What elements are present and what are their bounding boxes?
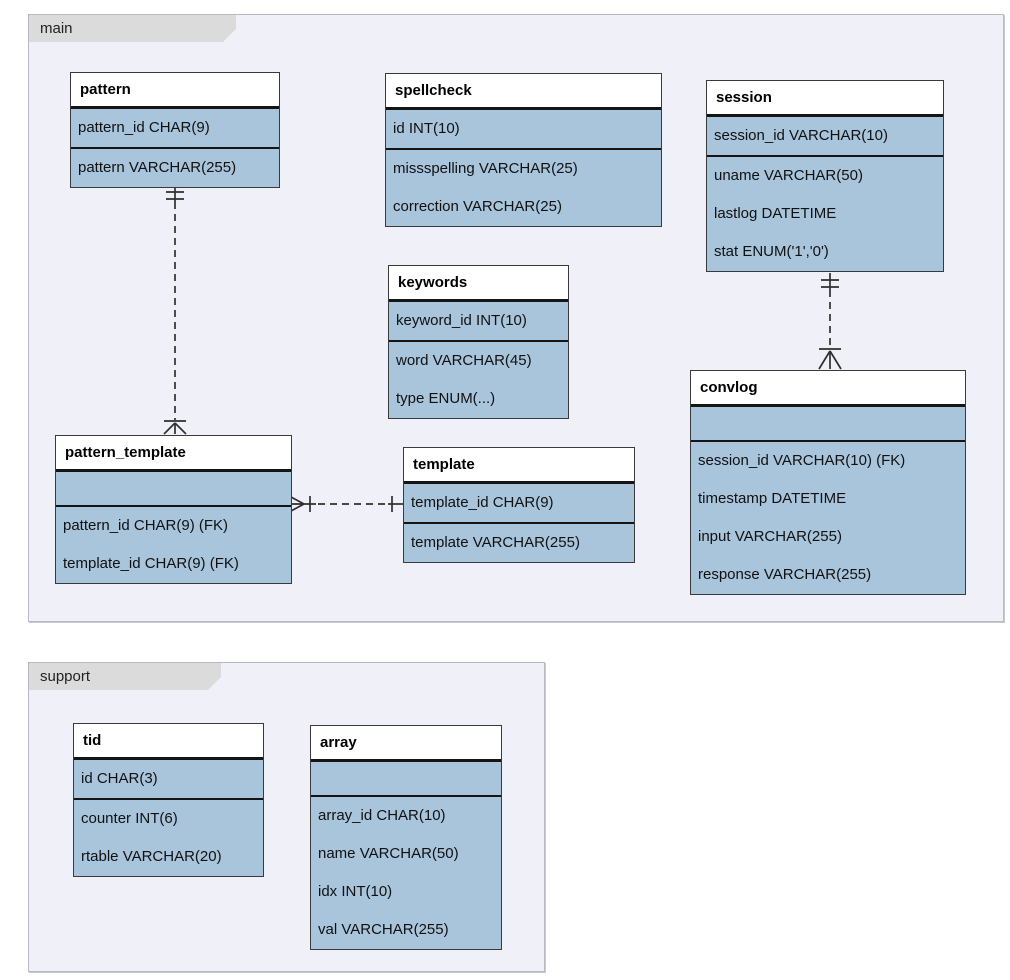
group-main-label: main <box>40 20 73 37</box>
column-row: session_id VARCHAR(10) <box>714 127 888 144</box>
entity-tid[interactable]: tid id CHAR(3) counter INT(6) rtable VAR… <box>73 723 264 877</box>
pk-section: id INT(10) <box>386 110 661 148</box>
column-row: session_id VARCHAR(10) (FK) <box>698 452 906 469</box>
attr-section: word VARCHAR(45) type ENUM(...) <box>389 340 568 418</box>
column-row: correction VARCHAR(25) <box>393 198 562 215</box>
pk-row-empty <box>56 472 291 505</box>
attr-section: uname VARCHAR(50) lastlog DATETIME stat … <box>707 155 943 271</box>
column-row: type ENUM(...) <box>396 390 496 407</box>
column-row: template_id CHAR(9) (FK) <box>63 555 239 572</box>
column-row: idx INT(10) <box>318 883 393 900</box>
entity-convlog[interactable]: convlog session_id VARCHAR(10) (FK) time… <box>690 370 966 595</box>
entity-array[interactable]: array array_id CHAR(10) name VARCHAR(50)… <box>310 725 502 950</box>
column-row: template VARCHAR(255) <box>411 534 580 551</box>
column-row: pattern_id CHAR(9) <box>78 119 210 136</box>
pk-section <box>311 762 501 795</box>
entity-template[interactable]: template template_id CHAR(9) template VA… <box>403 447 635 563</box>
column-row: timestamp DATETIME <box>698 490 847 507</box>
group-support-tab[interactable]: support <box>29 663 221 690</box>
entity-session-title: session <box>707 81 943 117</box>
entity-keywords[interactable]: keywords keyword_id INT(10) word VARCHAR… <box>388 265 569 419</box>
pk-section: session_id VARCHAR(10) <box>707 117 943 155</box>
column-row: array_id CHAR(10) <box>318 807 446 824</box>
column-row: counter INT(6) <box>81 810 178 827</box>
entity-spellcheck-title: spellcheck <box>386 74 661 110</box>
pk-section: keyword_id INT(10) <box>389 302 568 340</box>
column-row: lastlog DATETIME <box>714 205 837 222</box>
attr-section: missspelling VARCHAR(25) correction VARC… <box>386 148 661 226</box>
entity-convlog-title: convlog <box>691 371 965 407</box>
pk-section: pattern_id CHAR(9) <box>71 109 279 147</box>
attr-section: array_id CHAR(10) name VARCHAR(50) idx I… <box>311 795 501 949</box>
column-row: id INT(10) <box>393 120 460 137</box>
entity-pattern_template[interactable]: pattern_template pattern_id CHAR(9) (FK)… <box>55 435 292 584</box>
column-row: pattern VARCHAR(255) <box>78 159 237 176</box>
column-row: word VARCHAR(45) <box>396 352 532 369</box>
entity-template-title: template <box>404 448 634 484</box>
pk-section: id CHAR(3) <box>74 760 263 798</box>
column-row: keyword_id INT(10) <box>396 312 527 329</box>
column-row: name VARCHAR(50) <box>318 845 459 862</box>
entity-pattern_template-title: pattern_template <box>56 436 291 472</box>
column-row: missspelling VARCHAR(25) <box>393 160 578 177</box>
column-row: pattern_id CHAR(9) (FK) <box>63 517 229 534</box>
column-row: input VARCHAR(255) <box>698 528 842 545</box>
attr-section: session_id VARCHAR(10) (FK) timestamp DA… <box>691 440 965 594</box>
entity-array-title: array <box>311 726 501 762</box>
entity-session[interactable]: session session_id VARCHAR(10) uname VAR… <box>706 80 944 272</box>
pk-row-empty <box>691 407 965 440</box>
pk-row-empty <box>311 762 501 795</box>
pk-section <box>56 472 291 505</box>
column-row: val VARCHAR(255) <box>318 921 449 938</box>
attr-section: counter INT(6) rtable VARCHAR(20) <box>74 798 263 876</box>
column-row: uname VARCHAR(50) <box>714 167 863 184</box>
attr-section: pattern VARCHAR(255) <box>71 147 279 187</box>
column-row: stat ENUM('1','0') <box>714 243 829 260</box>
attr-section: template VARCHAR(255) <box>404 522 634 562</box>
entity-pattern[interactable]: pattern pattern_id CHAR(9) pattern VARCH… <box>70 72 280 188</box>
entity-tid-title: tid <box>74 724 263 760</box>
entity-spellcheck[interactable]: spellcheck id INT(10) missspelling VARCH… <box>385 73 662 227</box>
column-row: response VARCHAR(255) <box>698 566 872 583</box>
group-support-label: support <box>40 668 91 685</box>
entity-keywords-title: keywords <box>389 266 568 302</box>
attr-section: pattern_id CHAR(9) (FK) template_id CHAR… <box>56 505 291 583</box>
column-row: rtable VARCHAR(20) <box>81 848 222 865</box>
column-row: id CHAR(3) <box>81 770 158 787</box>
entity-pattern-title: pattern <box>71 73 279 109</box>
pk-section: template_id CHAR(9) <box>404 484 634 522</box>
column-row: template_id CHAR(9) <box>411 494 554 511</box>
group-main-tab[interactable]: main <box>29 15 236 42</box>
pk-section <box>691 407 965 440</box>
